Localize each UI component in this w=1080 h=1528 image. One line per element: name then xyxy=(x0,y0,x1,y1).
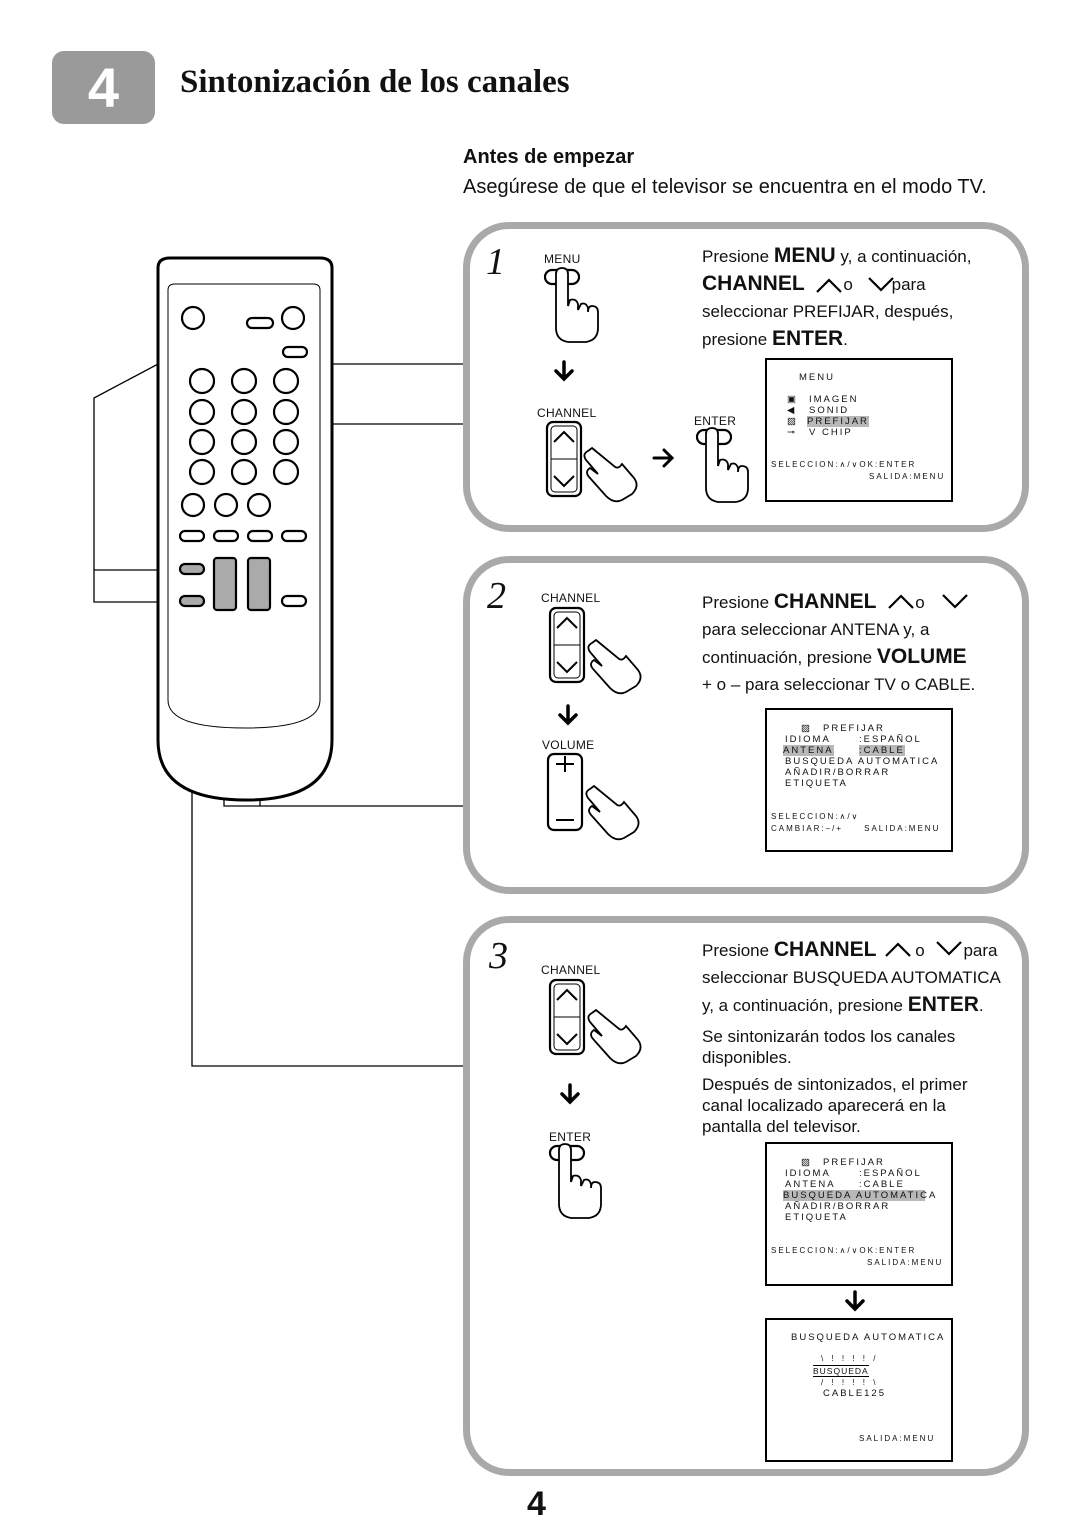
step-1-enter-label: ENTER xyxy=(694,414,737,428)
step-1-menu-label: MENU xyxy=(544,252,581,266)
prefijar-icon: ▨ xyxy=(801,723,812,734)
step-3-enter-label: ENTER xyxy=(549,1130,592,1144)
page-number: 4 xyxy=(527,1485,546,1523)
key-icon: ⊸ xyxy=(787,427,797,438)
intro-heading: Antes de empezar xyxy=(463,146,635,168)
prefijar-icon: ▨ xyxy=(787,416,798,427)
step-2-number: 2 xyxy=(487,575,506,617)
step-3-number: 3 xyxy=(489,935,508,977)
step-1-number: 1 xyxy=(486,241,505,283)
prefijar-icon: ▨ xyxy=(801,1157,812,1168)
step-2-osd-prefijar: ▨ PREFIJAR IDIOMA:ESPAÑOL ANTENA:CABLE B… xyxy=(765,708,953,852)
sound-icon: ◀ xyxy=(787,405,797,416)
step-3-channel-label: CHANNEL xyxy=(541,963,601,977)
step-3-osd-prefijar: ▨ PREFIJAR IDIOMA:ESPAÑOL ANTENA:CABLE B… xyxy=(765,1142,953,1286)
step-3-osd-busqueda: BUSQUEDA AUTOMATICA \ ! ! ! ! / BUSQUEDA… xyxy=(765,1318,953,1462)
imagen-icon: ▣ xyxy=(787,394,798,405)
page-title: Sintonización de los canales xyxy=(180,64,570,100)
step-2-channel-label: CHANNEL xyxy=(541,591,601,605)
step-3-text: Presione CHANNEL o para seleccionar BUSQ… xyxy=(702,938,1001,1016)
spark-icon-lower: / ! ! ! ! \ xyxy=(821,1378,879,1387)
step-1-osd-menu: MENU ▣ IMAGEN ◀ SONID ▨ PREFIJAR ⊸ V CHI… xyxy=(765,358,953,502)
intro-text: Asegúrese de que el televisor se encuent… xyxy=(463,176,987,198)
step-2-volume-label: VOLUME xyxy=(542,738,595,752)
section-number-badge: 4 xyxy=(52,51,155,124)
step-1-text: Presione MENU y, a continuación, CHANNEL… xyxy=(702,244,972,350)
step-2-text: Presione CHANNEL o para seleccionar ANTE… xyxy=(702,590,976,694)
step-1-channel-label: CHANNEL xyxy=(537,406,597,420)
spark-icon: \ ! ! ! ! / xyxy=(821,1354,879,1363)
